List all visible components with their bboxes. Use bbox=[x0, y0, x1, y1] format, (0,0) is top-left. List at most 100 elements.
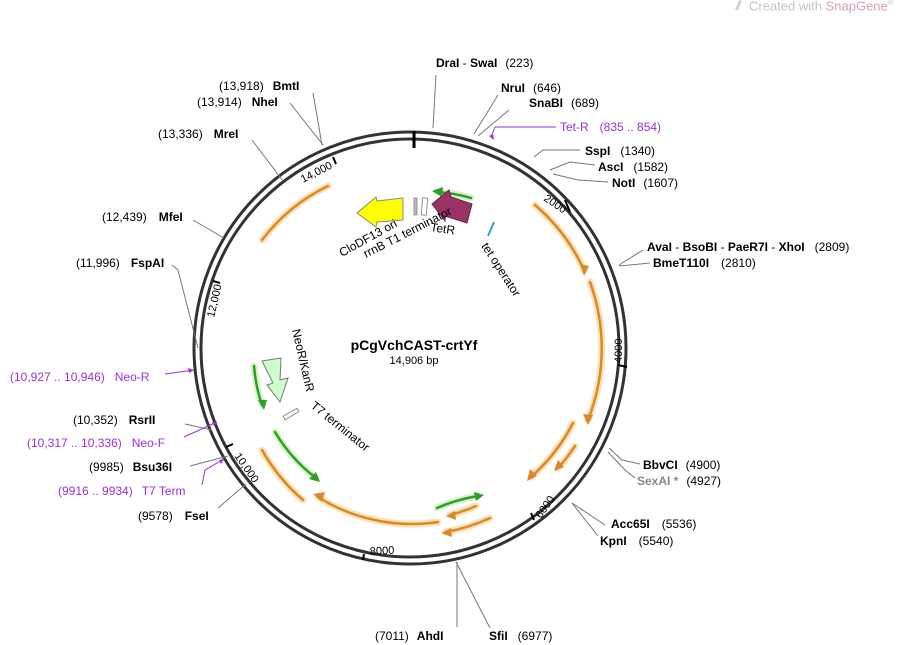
leader-snaBI bbox=[477, 109, 510, 137]
leader-draI bbox=[432, 74, 437, 129]
leader-neo-f bbox=[183, 421, 218, 438]
tick-mark-10000 bbox=[225, 443, 234, 448]
orf-arcs bbox=[258, 182, 606, 536]
watermark-brand: SnapGene bbox=[825, 0, 888, 14]
tick-label-14000: 14,000 bbox=[299, 160, 334, 186]
site-draI-swaI[interactable]: DraI - SwaI(223) bbox=[436, 56, 533, 70]
tick-label-8000: 8000 bbox=[370, 545, 395, 558]
tick-mark-8000 bbox=[362, 553, 365, 561]
primer-neo-f[interactable]: (10,317 .. 10,336)Neo-F bbox=[27, 436, 165, 450]
leader-acc65I bbox=[571, 502, 606, 526]
site-sfiI[interactable]: SfiI(6977) bbox=[489, 629, 552, 643]
leader-kpnI bbox=[571, 502, 599, 537]
site-mfeI[interactable]: (12,439)MfeI bbox=[102, 210, 183, 224]
neor-kanr-feature bbox=[261, 357, 289, 404]
site-fseI[interactable]: (9578)FseI bbox=[138, 509, 209, 523]
orf-arc-top-left-halo bbox=[258, 182, 332, 244]
leader-rsrII bbox=[184, 423, 213, 431]
green-arrowhead-bottom bbox=[474, 492, 484, 501]
plasmid-length: 14,906 bp bbox=[390, 355, 439, 367]
primer-leader-lines bbox=[164, 126, 556, 486]
site-acc65I[interactable]: Acc65I(5536) bbox=[611, 517, 696, 531]
orf-arc-bottom-left bbox=[260, 448, 305, 502]
orf-arc-right-2 bbox=[586, 280, 603, 422]
leader-bme bbox=[618, 262, 651, 267]
primer-markers bbox=[188, 134, 494, 464]
leader-t7-term bbox=[201, 458, 225, 486]
leader-bmtI bbox=[312, 92, 323, 146]
green-arrowheads bbox=[258, 187, 484, 501]
leader-notI bbox=[552, 173, 609, 183]
site-snaBI[interactable]: SnaBI(689) bbox=[529, 96, 599, 110]
snapgene-watermark: Created with SnapGene® bbox=[734, 0, 894, 13]
orf-arc-top-left bbox=[260, 184, 330, 242]
arrowhead-bottom-2 bbox=[446, 511, 456, 520]
primer-neo-r[interactable]: (10,927 .. 10,946)Neo-R bbox=[10, 370, 150, 384]
tick-mark-6000 bbox=[530, 512, 535, 521]
site-mreI[interactable]: (13,336)MreI bbox=[158, 127, 238, 141]
leader-bsu36I bbox=[189, 455, 229, 467]
primer-marker-neo-f bbox=[212, 422, 217, 426]
site-bmtI[interactable]: (13,918)BmtI bbox=[219, 79, 299, 93]
tick-mark-14000 bbox=[332, 156, 337, 165]
green-arrowhead-t7 bbox=[309, 472, 320, 482]
label-tetr: TetR bbox=[430, 220, 457, 237]
snapgene-logo-icon bbox=[735, 0, 742, 11]
tick-mark-12000 bbox=[212, 280, 221, 284]
plasmid-backbone bbox=[192, 130, 628, 566]
t7-terminator-feature bbox=[282, 407, 300, 421]
tet-operator-feature bbox=[487, 221, 495, 237]
arrowhead-bottom-3 bbox=[313, 492, 325, 502]
watermark-prefix: Created with bbox=[749, 0, 826, 14]
site-kpnI[interactable]: KpnI(5540) bbox=[600, 534, 673, 548]
leader-lines bbox=[171, 74, 651, 629]
tetr-feature bbox=[431, 189, 473, 224]
site-sspI[interactable]: SspI(1340) bbox=[585, 144, 655, 158]
leader-ascI bbox=[549, 161, 596, 171]
leader-sfiI bbox=[455, 561, 491, 629]
site-notI[interactable]: NotI(1607) bbox=[612, 176, 678, 190]
label-neor-kanr: NeoR/KanR bbox=[289, 328, 317, 394]
orf-arc-bottom-3 bbox=[316, 495, 440, 526]
primer-marker-neo-r bbox=[188, 368, 194, 373]
green-arc-t7-halo bbox=[271, 428, 320, 482]
leader-nheI bbox=[289, 102, 324, 146]
site-nheI[interactable]: (13,914)NheI bbox=[197, 95, 278, 109]
plasmid-name: pCgVchCAST-crtYf bbox=[351, 337, 478, 353]
leader-sspI bbox=[533, 149, 580, 158]
orf-arrowheads bbox=[313, 264, 593, 537]
watermark-reg: ® bbox=[887, 0, 894, 7]
leader-fseI bbox=[217, 483, 247, 509]
site-ascI[interactable]: AscI(1582) bbox=[598, 160, 668, 174]
arrowhead-right-4 bbox=[554, 460, 564, 471]
clodf13-ori-feature bbox=[356, 196, 404, 228]
primer-marker-t7-term bbox=[219, 459, 224, 464]
primer-marker-tet-r bbox=[489, 134, 494, 140]
rrnb-terminator-feature-1 bbox=[413, 197, 418, 216]
label-t7-terminator: T7 terminator bbox=[308, 398, 372, 454]
orf-arc-right-3-halo bbox=[527, 419, 577, 481]
leader-bbvCI bbox=[608, 447, 641, 465]
site-bsu36I[interactable]: (9985)Bsu36I bbox=[89, 460, 172, 474]
green-arrowhead-neo bbox=[258, 400, 267, 410]
label-tet-operator: tet operator bbox=[478, 240, 523, 299]
site-bmeT110I[interactable]: BmeT110I(2810) bbox=[653, 256, 756, 270]
site-rsrII[interactable]: (10,352)RsrII bbox=[73, 413, 155, 427]
tick-label-10000: 10,000 bbox=[232, 451, 261, 485]
primer-tet-r[interactable]: Tet-R(835 .. 854) bbox=[560, 120, 661, 134]
site-nruI[interactable]: NruI(646) bbox=[501, 81, 561, 95]
leader-mfeI bbox=[192, 219, 225, 239]
primer-t7-term[interactable]: (9916 .. 9934)T7 Term bbox=[58, 484, 186, 498]
site-fspAI[interactable]: (11,996)FspAI bbox=[76, 256, 164, 270]
site-ahdI[interactable]: (7011)AhdI bbox=[375, 629, 443, 643]
site-avaI-group[interactable]: AvaI - BsoBI - PaeR7I - XhoI(2809) bbox=[647, 240, 849, 254]
site-sexAI[interactable]: SexAI *(4927) bbox=[637, 474, 721, 488]
arrowhead-right-1 bbox=[580, 264, 589, 276]
leader-mreI bbox=[251, 139, 284, 182]
arrowhead-right-2 bbox=[583, 414, 593, 425]
site-bbvCI[interactable]: BbvCI(4900) bbox=[643, 458, 720, 472]
arrowhead-bottom-1 bbox=[441, 528, 452, 537]
orf-arc-right-1 bbox=[533, 203, 586, 272]
leader-sexAI bbox=[607, 451, 636, 479]
